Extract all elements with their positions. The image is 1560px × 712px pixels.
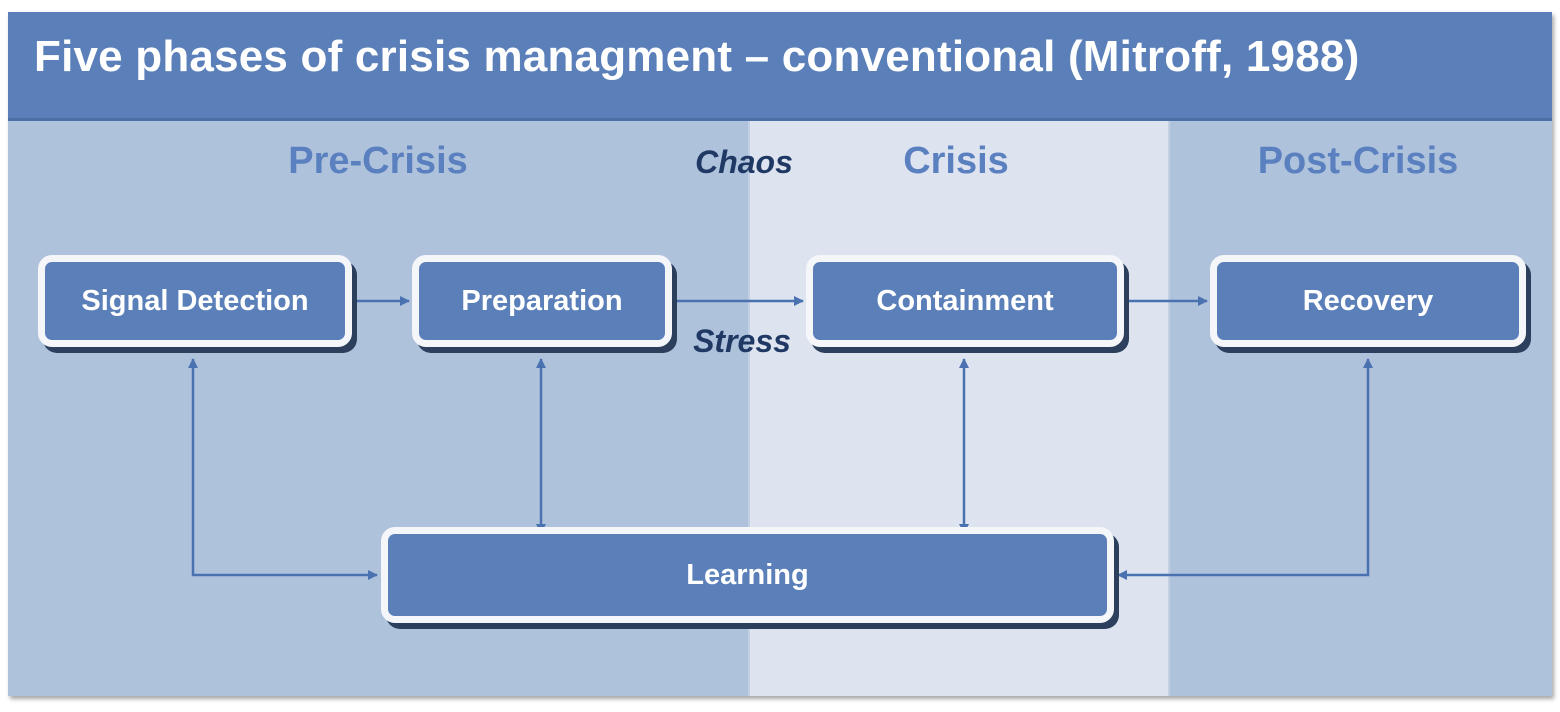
phase-label-post-crisis: Post-Crisis <box>1257 140 1459 182</box>
node-recovery: Recovery <box>1210 255 1526 347</box>
stress-label: Stress <box>693 323 791 359</box>
connector-layer <box>188 296 1373 580</box>
phase-label-crisis: Crisis <box>903 140 1009 182</box>
diagram-frame: Five phases of crisis managment – conven… <box>8 12 1552 696</box>
arrow-signal-learning <box>188 358 378 580</box>
node-preparation: Preparation <box>412 255 672 347</box>
node-learning: Learning <box>381 527 1114 623</box>
arrow-recovery-learning <box>1117 358 1373 580</box>
chaos-label: Chaos <box>695 144 793 180</box>
diagram-title: Five phases of crisis managment – conven… <box>34 32 1360 81</box>
node-containment: Containment <box>806 255 1124 347</box>
title-bar: Five phases of crisis managment – conven… <box>8 12 1552 121</box>
phase-label-pre-crisis: Pre-Crisis <box>288 140 468 182</box>
node-signal-detection: Signal Detection <box>38 255 352 347</box>
